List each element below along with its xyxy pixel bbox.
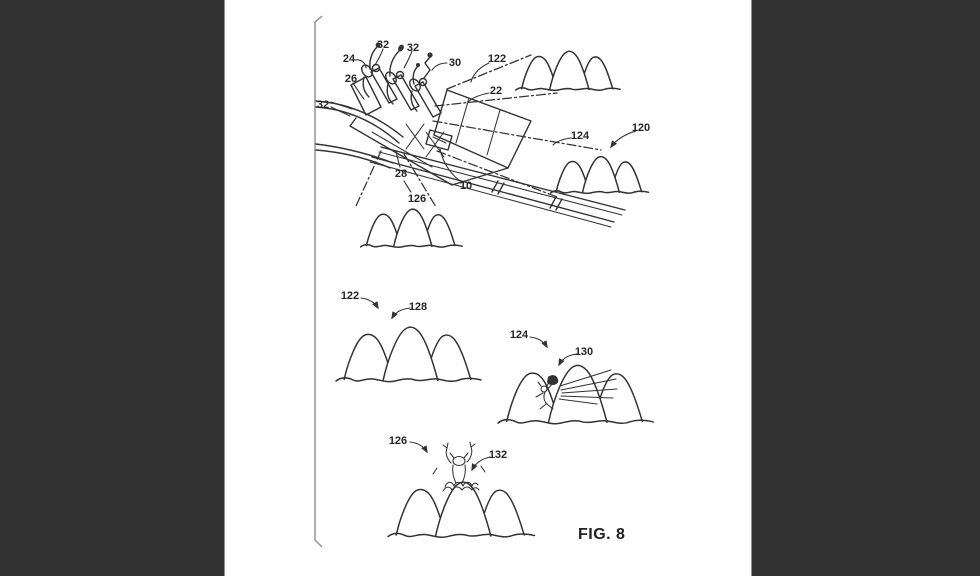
rider-torso xyxy=(410,90,418,112)
ref-label-122-top: 122 xyxy=(488,53,506,65)
mountain-range-122-128 xyxy=(335,326,482,383)
rider-hand xyxy=(398,44,404,52)
ref-label-126-bottom: 126 xyxy=(389,435,407,447)
leader-22 xyxy=(467,92,490,103)
coaster-car xyxy=(349,67,532,186)
leader-122-top xyxy=(470,62,490,83)
seat-back xyxy=(392,74,420,111)
rider-arm xyxy=(412,65,419,85)
ref-label-132: 132 xyxy=(489,449,507,461)
screen-panel-22 xyxy=(433,89,532,169)
mountain-range-below-car xyxy=(360,208,463,248)
restraint xyxy=(385,71,397,85)
restraint xyxy=(409,78,421,92)
leader-32c xyxy=(330,101,353,117)
ref-label-22: 22 xyxy=(490,85,502,97)
rider-arm-30 xyxy=(423,56,431,79)
projection-lines xyxy=(355,54,602,208)
track-tie xyxy=(549,196,563,211)
patent-page xyxy=(224,0,752,576)
spray-lines xyxy=(558,369,618,405)
car-chassis xyxy=(349,117,509,186)
leader-30 xyxy=(431,62,448,71)
creature-132 xyxy=(432,441,486,492)
seat-back xyxy=(414,81,442,118)
ref-label-10: 10 xyxy=(460,180,472,192)
ref-label-120: 120 xyxy=(632,122,650,134)
arrow-leaders xyxy=(360,130,637,472)
leader-32a xyxy=(374,48,384,66)
projector-box-detail xyxy=(432,136,447,144)
mountain-range-top-right xyxy=(515,50,621,92)
ref-label-124-top: 124 xyxy=(571,130,590,142)
projector-box-10 xyxy=(425,129,453,151)
rider-torso xyxy=(386,83,394,105)
ref-label-32b: 32 xyxy=(407,42,419,54)
leader-124-top xyxy=(552,137,572,146)
rider-arm xyxy=(389,50,400,77)
track-left xyxy=(315,100,404,169)
arrow-122-bottom xyxy=(360,297,379,310)
leader-lines xyxy=(330,48,572,193)
ref-label-32a: 32 xyxy=(377,39,389,51)
ref-label-124-bottom: 124 xyxy=(510,329,529,341)
arrow-120 xyxy=(610,130,637,149)
arrow-132 xyxy=(471,456,491,472)
leader-126-top xyxy=(403,180,412,193)
ref-label-26: 26 xyxy=(345,73,357,85)
arrow-124-bottom xyxy=(529,336,548,349)
riders xyxy=(361,42,433,112)
mountain-range-right-120 xyxy=(550,156,650,194)
ref-label-30: 30 xyxy=(449,57,461,69)
ref-label-122-bottom: 122 xyxy=(341,290,359,302)
rider-head xyxy=(395,70,405,80)
leader-24 xyxy=(354,59,367,69)
rider-head xyxy=(371,63,381,73)
rider-hand xyxy=(416,63,420,67)
arrow-128 xyxy=(391,307,411,320)
reference-labels: 24 32 32 30 122 22 26 32 124 120 28 10 126 122 128 124 1… xyxy=(317,39,650,461)
ref-label-128: 128 xyxy=(409,301,427,313)
leader-26 xyxy=(352,82,365,100)
figure-caption: FIG. 8 xyxy=(578,526,625,543)
leader-10 xyxy=(439,148,461,182)
rider-hand xyxy=(427,52,433,58)
arrow-126-bottom xyxy=(409,441,428,454)
leader-32b xyxy=(403,50,413,69)
seat-back xyxy=(370,67,398,104)
mountain-range-124-130 xyxy=(497,364,655,425)
ref-label-130: 130 xyxy=(575,346,593,358)
car-chassis-inner xyxy=(371,131,433,168)
car-rear-wall xyxy=(350,76,382,116)
sheet-border-line xyxy=(314,15,323,548)
track-tie xyxy=(491,180,505,195)
restraint-24 xyxy=(361,64,373,78)
track-right xyxy=(369,146,626,228)
ref-label-24: 24 xyxy=(343,53,356,65)
rider-head xyxy=(418,77,428,87)
ref-label-126-top: 126 xyxy=(408,193,426,205)
mountain-range-126-132 xyxy=(387,481,536,539)
ref-label-28: 28 xyxy=(395,168,407,180)
arrow-130 xyxy=(558,353,578,367)
ref-label-32c: 32 xyxy=(317,99,329,111)
screen-panel-divisions xyxy=(455,97,501,156)
rider-arm xyxy=(369,46,378,70)
creature-130 xyxy=(535,369,618,410)
rider-hand xyxy=(375,42,381,48)
rider-torso xyxy=(362,76,370,98)
leader-28 xyxy=(395,150,401,168)
